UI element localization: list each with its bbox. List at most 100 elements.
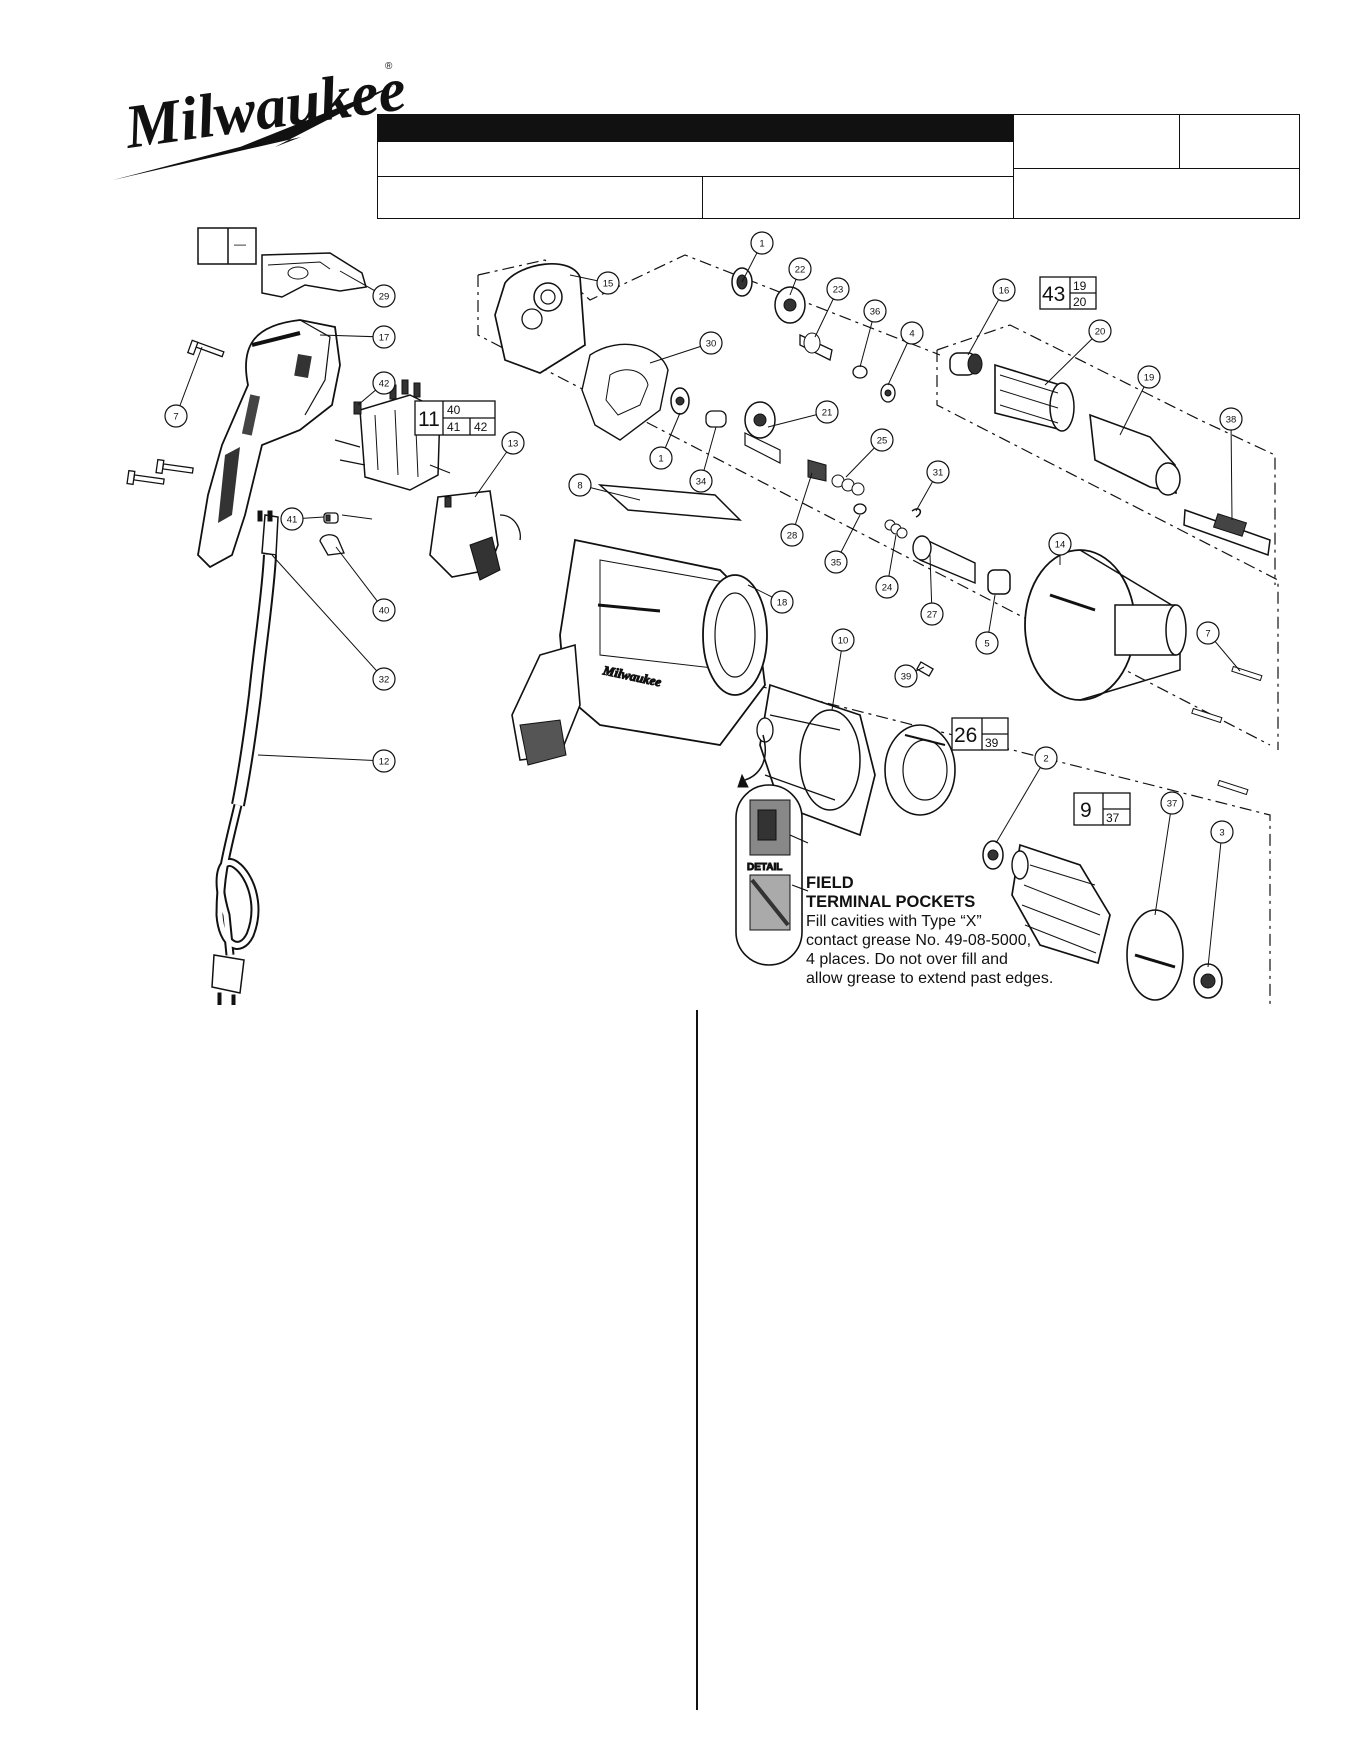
callout-number: 18 xyxy=(777,598,788,609)
callout-bubble xyxy=(1048,532,1072,556)
callout-number: 32 xyxy=(379,675,390,686)
armature-9 xyxy=(982,840,1223,1001)
callout-bubble xyxy=(649,446,673,470)
callout-7b: 7 xyxy=(1196,621,1241,672)
note-line3: 4 places. Do not over fill and xyxy=(806,951,1008,968)
ref-box-9: 9 37 xyxy=(1073,792,1131,826)
gasket-30 xyxy=(581,343,669,441)
callout-41: 41 xyxy=(280,507,325,531)
note-line1: Fill cavities with Type “X” xyxy=(806,913,982,930)
callout-3: 3 xyxy=(1207,820,1234,968)
callout-bubble xyxy=(900,321,924,345)
callout-16: 16 xyxy=(967,278,1016,356)
callout-leader xyxy=(995,757,1047,844)
callout-bubble xyxy=(1160,791,1184,815)
callout-number: 35 xyxy=(831,558,842,569)
callout-bubble xyxy=(372,667,396,691)
column-divider xyxy=(696,1010,698,1710)
callout-number: 2 xyxy=(1043,754,1048,765)
header-mid-cell xyxy=(702,176,1014,219)
note-line2: contact grease No. 49-08-5000, xyxy=(806,932,1032,949)
header-right-top-right-cell xyxy=(1179,114,1300,169)
exploded-parts-diagram: Milwaukee xyxy=(126,227,1279,1005)
callout-5: 5 xyxy=(975,594,999,655)
callout-leader xyxy=(1207,831,1223,968)
callout-1: 1 xyxy=(741,231,774,283)
callout-36: 36 xyxy=(859,299,887,368)
callout-30: 30 xyxy=(649,331,723,364)
callout-32: 32 xyxy=(271,554,396,691)
note-line4: allow grease to extend past edges. xyxy=(806,970,1054,987)
callout-bubble xyxy=(1196,621,1220,645)
callout-18: 18 xyxy=(747,584,794,614)
callout-bubble xyxy=(770,590,794,614)
callout-number: 15 xyxy=(603,279,614,290)
callout-bubble xyxy=(780,523,804,547)
callout-bubble xyxy=(788,257,812,281)
callout-bubble xyxy=(372,598,396,622)
callout-14: 14 xyxy=(1048,532,1072,565)
ref-box-43-bottom: 20 xyxy=(1073,295,1087,309)
clutch-housing-14 xyxy=(1024,549,1187,701)
callout-39: 39 xyxy=(894,664,925,688)
logo-wordmark: Milwaukee xyxy=(120,55,405,162)
ref-box-11-bottom-left: 41 xyxy=(447,420,461,434)
ref-box-9-main: 9 xyxy=(1080,799,1092,822)
ref-box-11-bottom-right: 42 xyxy=(474,420,488,434)
callout-38: 38 xyxy=(1219,407,1243,521)
callout-42: 42 xyxy=(357,371,396,406)
ref-box-26: 26 39 xyxy=(951,717,1009,751)
callout-number: 31 xyxy=(933,468,944,479)
callout-bubble xyxy=(1219,407,1243,431)
ref-box-43-main: 43 xyxy=(1042,283,1065,306)
callout-12: 12 xyxy=(257,749,396,773)
callout-number: 1 xyxy=(658,454,663,465)
field-terminal-pockets-note: FIELD TERMINAL POCKETS Fill cavities wit… xyxy=(806,874,1106,988)
header-left-cell xyxy=(377,176,703,219)
callout-21: 21 xyxy=(767,400,839,428)
callout-number: 28 xyxy=(787,531,798,542)
baffle-26 xyxy=(884,661,956,816)
callout-number: 1 xyxy=(759,239,764,250)
callout-leader xyxy=(1230,418,1233,521)
callout-number: 13 xyxy=(508,439,519,450)
callout-bubble xyxy=(372,325,396,349)
power-cord-32-12 xyxy=(211,510,279,1005)
header-title-bar xyxy=(377,114,1014,142)
callout-15: 15 xyxy=(569,271,620,295)
logo-registered-mark: ® xyxy=(385,61,393,72)
callout-37: 37 xyxy=(1154,791,1184,916)
callout-number: 4 xyxy=(909,329,914,340)
callout-bubble xyxy=(372,284,396,308)
callout-number: 5 xyxy=(984,639,989,650)
callout-bubble xyxy=(863,299,887,323)
callout-leader xyxy=(257,754,385,762)
callout-bubble xyxy=(875,575,899,599)
callout-number: 29 xyxy=(379,292,390,303)
trigger-switch-cover-29 xyxy=(261,252,367,298)
ref-box-legend: — xyxy=(197,227,257,265)
callout-bubble xyxy=(699,331,723,355)
callout-layer: 1222336415301342125312835242751416201938… xyxy=(164,231,1243,968)
callout-24: 24 xyxy=(875,534,899,599)
callout-number: 34 xyxy=(696,477,707,488)
callout-bubble xyxy=(1088,319,1112,343)
ref-box-43: 43 19 20 xyxy=(1039,276,1097,310)
callout-22: 22 xyxy=(788,257,812,296)
callout-19: 19 xyxy=(1119,365,1161,436)
callout-bubble xyxy=(689,469,713,493)
bearings-and-gears xyxy=(670,267,1011,595)
callout-number: 14 xyxy=(1055,540,1066,551)
ref-box-legend-dash: — xyxy=(234,237,246,251)
callout-bubble xyxy=(596,271,620,295)
callout-35: 35 xyxy=(824,514,861,574)
callout-bubble xyxy=(1034,746,1058,770)
callout-34: 34 xyxy=(689,426,717,493)
callout-bubble xyxy=(568,473,592,497)
gear-case-15 xyxy=(494,262,586,374)
callout-number: 42 xyxy=(379,379,390,390)
callout-number: 22 xyxy=(795,265,806,276)
callout-40: 40 xyxy=(335,546,396,622)
callout-bubble xyxy=(926,460,950,484)
callout-23: 23 xyxy=(814,277,850,338)
